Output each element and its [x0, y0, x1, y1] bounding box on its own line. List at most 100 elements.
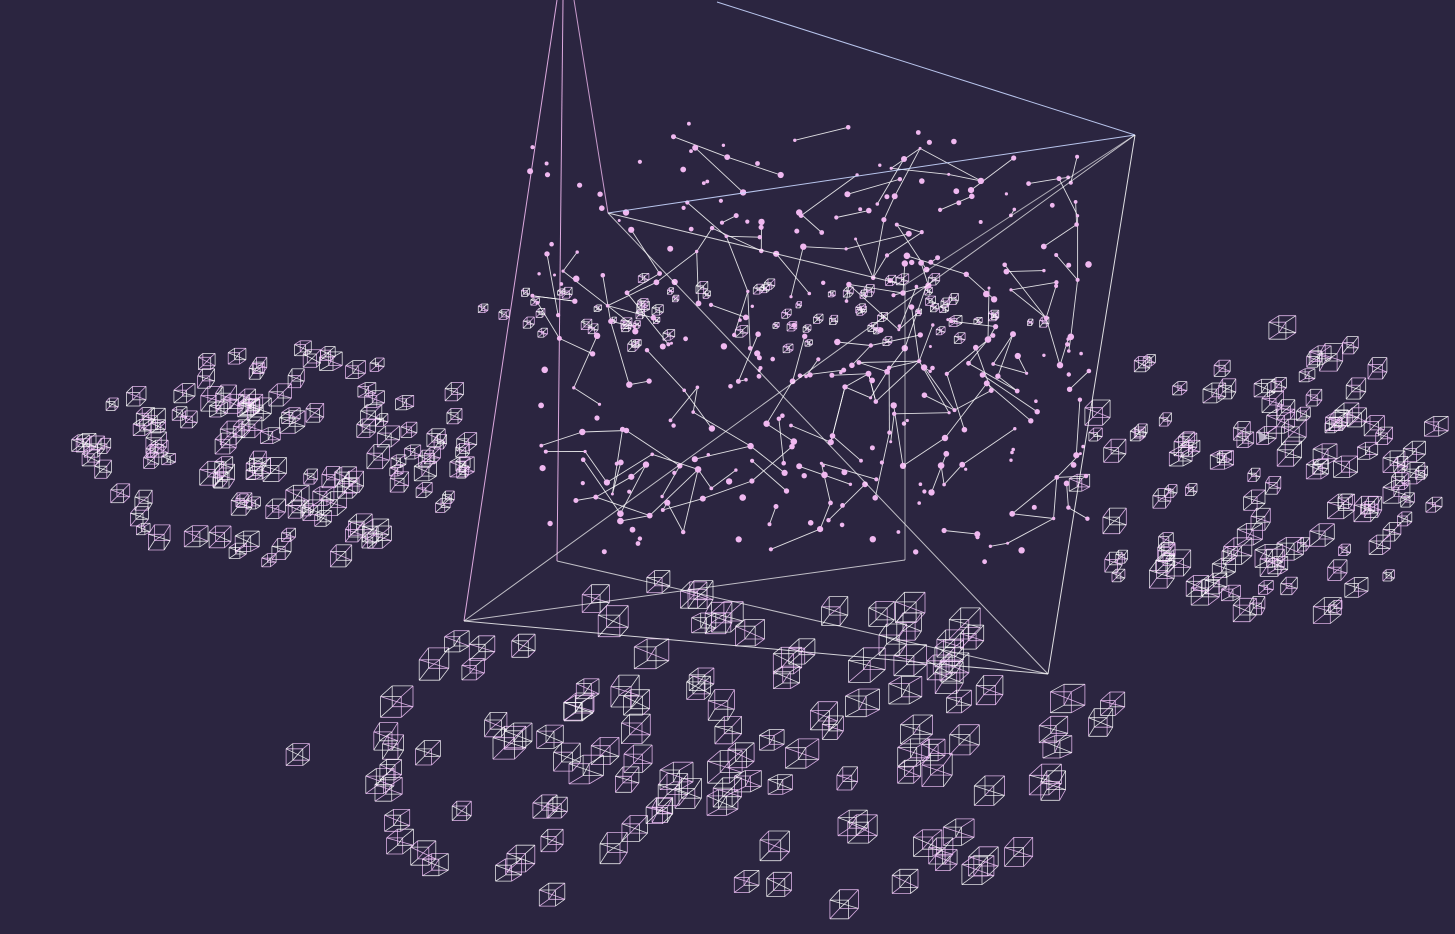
- graph-node: [928, 259, 934, 265]
- graph-node: [680, 166, 687, 173]
- wireframe-cube: [1298, 368, 1316, 383]
- graph-node: [691, 410, 695, 414]
- graph-edge: [997, 375, 1018, 392]
- graph-node: [920, 364, 928, 371]
- graph-edge: [1069, 370, 1090, 390]
- graph-edge: [894, 412, 950, 415]
- wireframe-cube: [214, 456, 234, 474]
- graph-edge: [889, 360, 920, 369]
- wireframe-cube: [1158, 532, 1174, 548]
- graph-edge: [696, 227, 713, 252]
- graph-node: [796, 463, 803, 470]
- wireframe-cube: [1342, 336, 1359, 355]
- graph-edge: [876, 158, 905, 205]
- graph-node: [1010, 331, 1016, 338]
- graph-node: [758, 366, 763, 370]
- graph-node: [844, 299, 849, 303]
- graph-node: [664, 499, 671, 506]
- wireframe-cube: [1305, 458, 1329, 480]
- graph-node: [872, 495, 878, 501]
- graph-edge: [855, 238, 874, 278]
- graph-edge: [968, 362, 1018, 392]
- wireframe-cube: [781, 308, 792, 319]
- wireframe-cube: [561, 286, 573, 299]
- graph-node: [632, 328, 639, 335]
- graph-node: [757, 235, 762, 240]
- wireframe-cube: [621, 815, 648, 842]
- graph-edge: [751, 446, 793, 482]
- wireframe-cube: [357, 382, 377, 398]
- graph-node: [538, 402, 544, 409]
- wireframe-cube: [1259, 548, 1285, 577]
- graph-node: [628, 226, 635, 233]
- graph-node: [577, 182, 583, 188]
- graph-node: [572, 275, 580, 283]
- wireframe-cube: [848, 647, 886, 683]
- graph-node: [724, 154, 731, 161]
- graph-node: [941, 434, 949, 442]
- graph-node: [597, 191, 603, 197]
- graph-edge: [532, 295, 575, 302]
- wireframe-cube: [382, 734, 405, 760]
- graph-edge: [702, 480, 753, 500]
- wireframe-cube: [444, 381, 464, 402]
- graph-node: [573, 498, 579, 503]
- graph-edge: [559, 337, 593, 355]
- wireframe-cube: [456, 465, 470, 479]
- graph-node: [908, 304, 915, 310]
- graph-edge: [1012, 513, 1054, 519]
- graph-node: [659, 343, 666, 350]
- graph-node: [624, 290, 630, 296]
- graph-edge: [902, 263, 906, 294]
- wireframe-cube: [1042, 735, 1073, 759]
- graph-edge: [946, 335, 994, 375]
- graph-node: [763, 420, 770, 427]
- graph-node: [1054, 284, 1059, 288]
- graph-node: [903, 252, 911, 260]
- graph-node: [877, 327, 884, 333]
- wireframe-cube: [897, 759, 921, 784]
- graph-node: [1054, 475, 1060, 480]
- graph-node: [671, 278, 678, 286]
- wireframe-cube: [1038, 715, 1069, 744]
- graph-node: [749, 478, 755, 484]
- graph-node: [991, 362, 996, 366]
- graph-node: [801, 473, 807, 479]
- wireframe-cube: [400, 421, 418, 438]
- wireframe-cube: [688, 667, 715, 691]
- graph-node: [900, 290, 906, 296]
- graph-node: [901, 421, 907, 426]
- graph-node: [728, 384, 733, 389]
- wireframe-cube: [240, 416, 263, 439]
- wireframe-cube: [71, 434, 91, 452]
- graph-node: [619, 426, 626, 432]
- graph-node: [1011, 447, 1015, 452]
- graph-node: [682, 388, 686, 393]
- graph-node: [637, 536, 643, 541]
- graph-node: [869, 445, 875, 451]
- wireframe-cube: [686, 675, 711, 700]
- graph-edge: [682, 469, 699, 533]
- wireframe-cube: [1325, 412, 1347, 432]
- graph-node: [580, 457, 586, 463]
- graph-node: [660, 508, 665, 512]
- graph-node: [915, 130, 921, 135]
- graph-node: [1012, 207, 1017, 212]
- wireframe-cube: [633, 320, 641, 329]
- wireframe-cube: [506, 844, 536, 873]
- wireframe-cube: [939, 652, 970, 682]
- wireframe-cube: [433, 434, 448, 450]
- graph-node: [1073, 452, 1080, 459]
- graph-edge: [858, 362, 888, 373]
- graph-edge: [652, 453, 699, 470]
- graph-node: [541, 366, 548, 374]
- graph-node: [750, 458, 755, 463]
- graph-node: [642, 461, 650, 468]
- wireframe-cube: [110, 483, 131, 504]
- graph-node: [834, 215, 839, 220]
- graph-node: [995, 373, 1001, 379]
- graph-edge: [970, 157, 1014, 191]
- graph-node: [650, 315, 656, 321]
